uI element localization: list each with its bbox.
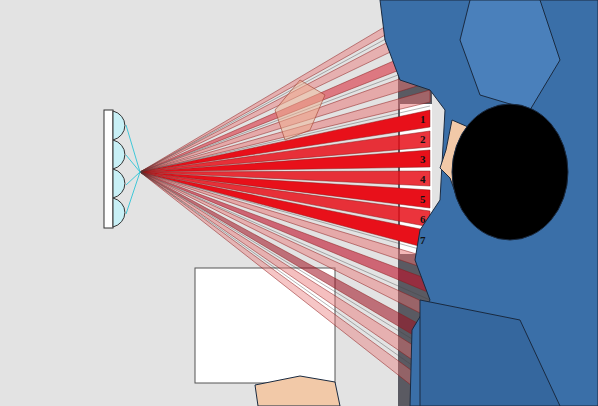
lenticular-display <box>104 110 140 228</box>
callout-number: 6 <box>420 213 426 225</box>
person <box>255 0 598 406</box>
thin-rays <box>140 15 430 378</box>
callout-number: 3 <box>420 153 426 165</box>
callout-number: 2 <box>420 133 426 145</box>
ray-fan <box>140 0 430 400</box>
callout-number: 1 <box>420 113 426 125</box>
callout-number: 4 <box>420 173 426 185</box>
callout-number: 5 <box>420 193 426 205</box>
callout-number: 7 <box>420 234 426 246</box>
ghost-object <box>275 80 325 140</box>
